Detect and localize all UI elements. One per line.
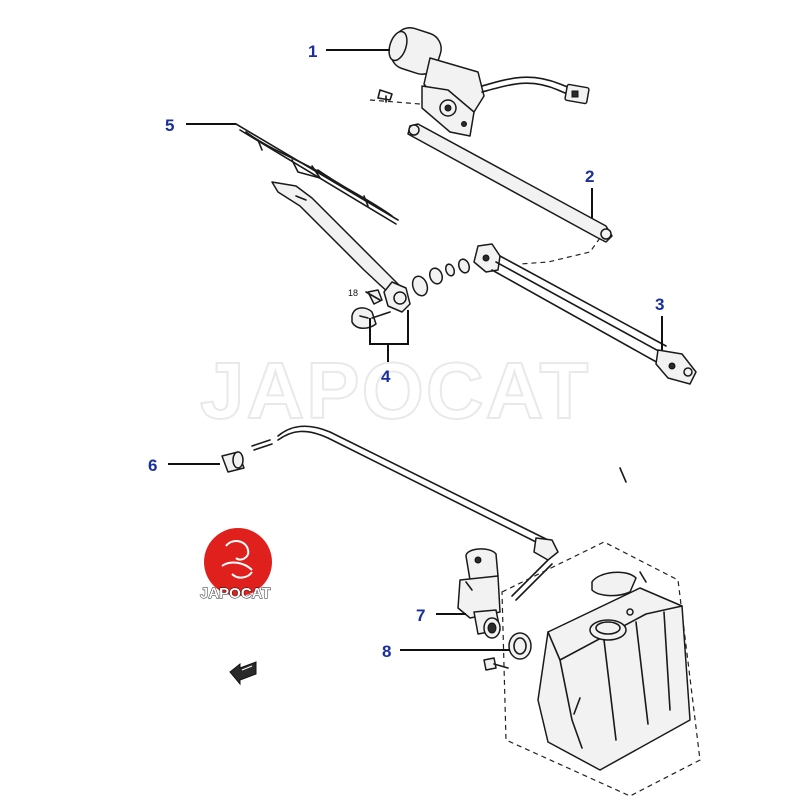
wiper-motor [369,27,590,137]
callout-2: 2 [585,167,594,186]
callout-7: 7 [416,606,425,625]
washer-pump [457,548,501,639]
japocat-logo: JAPOCAT [200,528,272,602]
leader-lines [168,49,663,651]
callout-18: 18 [348,288,358,298]
washer-nozzle-hose [221,425,559,601]
wiper-blade [235,123,399,225]
pivot-assembly [351,258,471,329]
callout-3: 3 [655,295,664,314]
callout-5: 5 [165,116,174,135]
grommet [483,632,532,671]
washer-reservoir-tank [501,467,701,797]
watermark-text: JAPOCAT [200,346,590,435]
callout-8: 8 [382,642,391,661]
callout-4: 4 [381,367,391,386]
front-arrow-icon [229,661,257,686]
motor-linkage-arm [407,123,613,265]
linkage-rod [473,243,697,385]
callout-6: 6 [148,456,157,475]
wiper-arm [271,181,403,297]
callout-1: 1 [308,42,317,61]
part-18-nut: 18 [348,288,381,301]
logo-text: JAPOCAT [200,585,271,602]
leader-4-bracket [369,310,409,345]
